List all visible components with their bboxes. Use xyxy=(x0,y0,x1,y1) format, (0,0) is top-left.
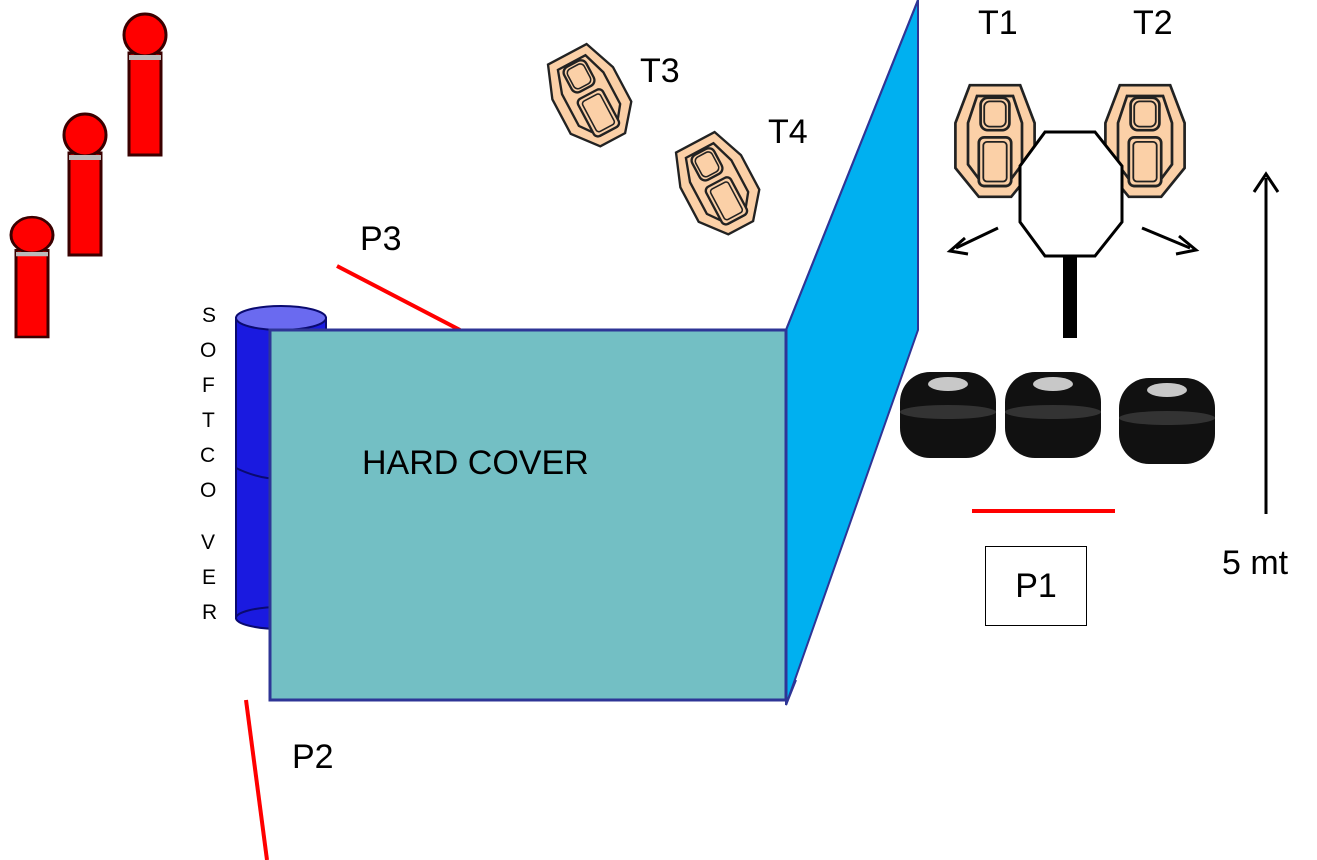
label-t4: T4 xyxy=(768,113,808,151)
soft-cover-letter: E xyxy=(202,566,216,589)
ipsc-target-icon xyxy=(535,37,645,157)
label-p2: P2 xyxy=(292,738,334,776)
wall-edge-bottom xyxy=(785,679,797,706)
distance-label: 5 mt xyxy=(1222,544,1289,582)
tire-icon xyxy=(1119,378,1215,464)
label-t1: T1 xyxy=(978,4,1018,42)
fault-line-p2 xyxy=(244,699,269,860)
traffic-cone-icon xyxy=(62,112,108,257)
tire-icon xyxy=(1005,372,1101,458)
wall-panel xyxy=(785,0,919,706)
soft-cover-label: S O F T C O V E R xyxy=(200,304,217,624)
fault-line-p3 xyxy=(336,264,461,332)
tire-icon xyxy=(900,372,996,458)
hard-cover-label: HARD COVER xyxy=(362,444,589,482)
arrow-right-icon xyxy=(1141,226,1200,256)
label-p3: P3 xyxy=(360,220,402,258)
label-p1: P1 xyxy=(985,546,1087,626)
soft-cover-letter: C xyxy=(200,444,215,467)
popper-target-icon xyxy=(1018,130,1124,338)
soft-cover-letter: R xyxy=(202,601,217,624)
soft-cover-letter: O xyxy=(200,339,216,362)
label-t3: T3 xyxy=(640,52,680,90)
distance-arrow-icon xyxy=(1252,171,1280,514)
traffic-cone-icon xyxy=(9,215,55,339)
soft-cover-letter: O xyxy=(200,479,216,502)
soft-cover-letter: T xyxy=(202,409,215,432)
soft-cover-letter: V xyxy=(201,531,215,554)
traffic-cone-icon xyxy=(122,12,168,157)
soft-cover-letter: S xyxy=(202,304,216,327)
wall-edge xyxy=(785,0,919,331)
soft-cover-letter: F xyxy=(202,374,215,397)
ipsc-target-icon xyxy=(663,125,773,245)
arrow-left-icon xyxy=(946,226,999,256)
hard-cover-wall xyxy=(268,328,788,702)
label-t2: T2 xyxy=(1133,4,1173,42)
